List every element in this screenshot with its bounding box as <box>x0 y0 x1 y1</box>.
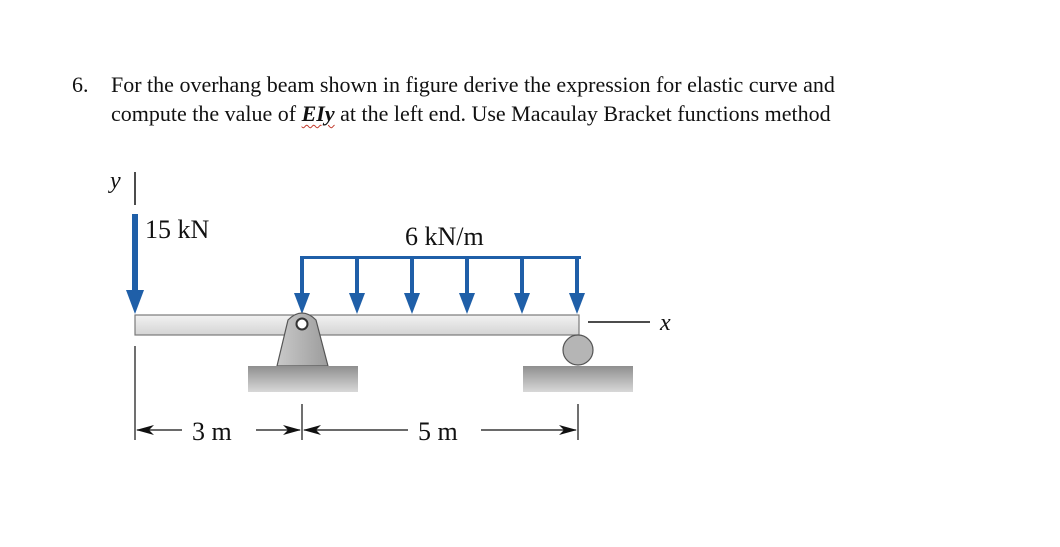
pin-support <box>248 312 358 392</box>
problem-emphasis-EIy: EIy <box>301 101 335 126</box>
distributed-load <box>294 256 585 314</box>
axis-y-label: y <box>108 168 121 194</box>
udl-arrow-2 <box>349 256 365 314</box>
dim-right-label: 5 m <box>418 417 458 446</box>
problem-line-2-pre: compute the value of <box>111 101 302 126</box>
udl-arrow-4 <box>459 256 475 314</box>
pin-support-ground <box>248 366 358 392</box>
dim-left-label: 3 m <box>192 417 232 446</box>
problem-line-2: compute the value of EIy at the left end… <box>111 99 831 128</box>
roller-support <box>523 334 633 392</box>
roller-support-ground <box>523 366 633 392</box>
udl-arrow-3 <box>404 256 420 314</box>
problem-number: 6. <box>72 72 89 97</box>
udl-arrow-1 <box>294 256 310 314</box>
udl-arrow-6 <box>569 256 585 314</box>
udl-arrow-5 <box>514 256 530 314</box>
problem-line-1: For the overhang beam shown in figure de… <box>111 72 835 97</box>
problem-line-2-post: at the left end. Use Macaulay Bracket fu… <box>334 101 831 126</box>
point-load-arrow <box>126 214 144 314</box>
point-load-label: 15 kN <box>145 215 210 244</box>
axis-x-label: x <box>659 310 671 336</box>
distributed-load-label: 6 kN/m <box>405 222 484 251</box>
beam <box>134 314 580 336</box>
